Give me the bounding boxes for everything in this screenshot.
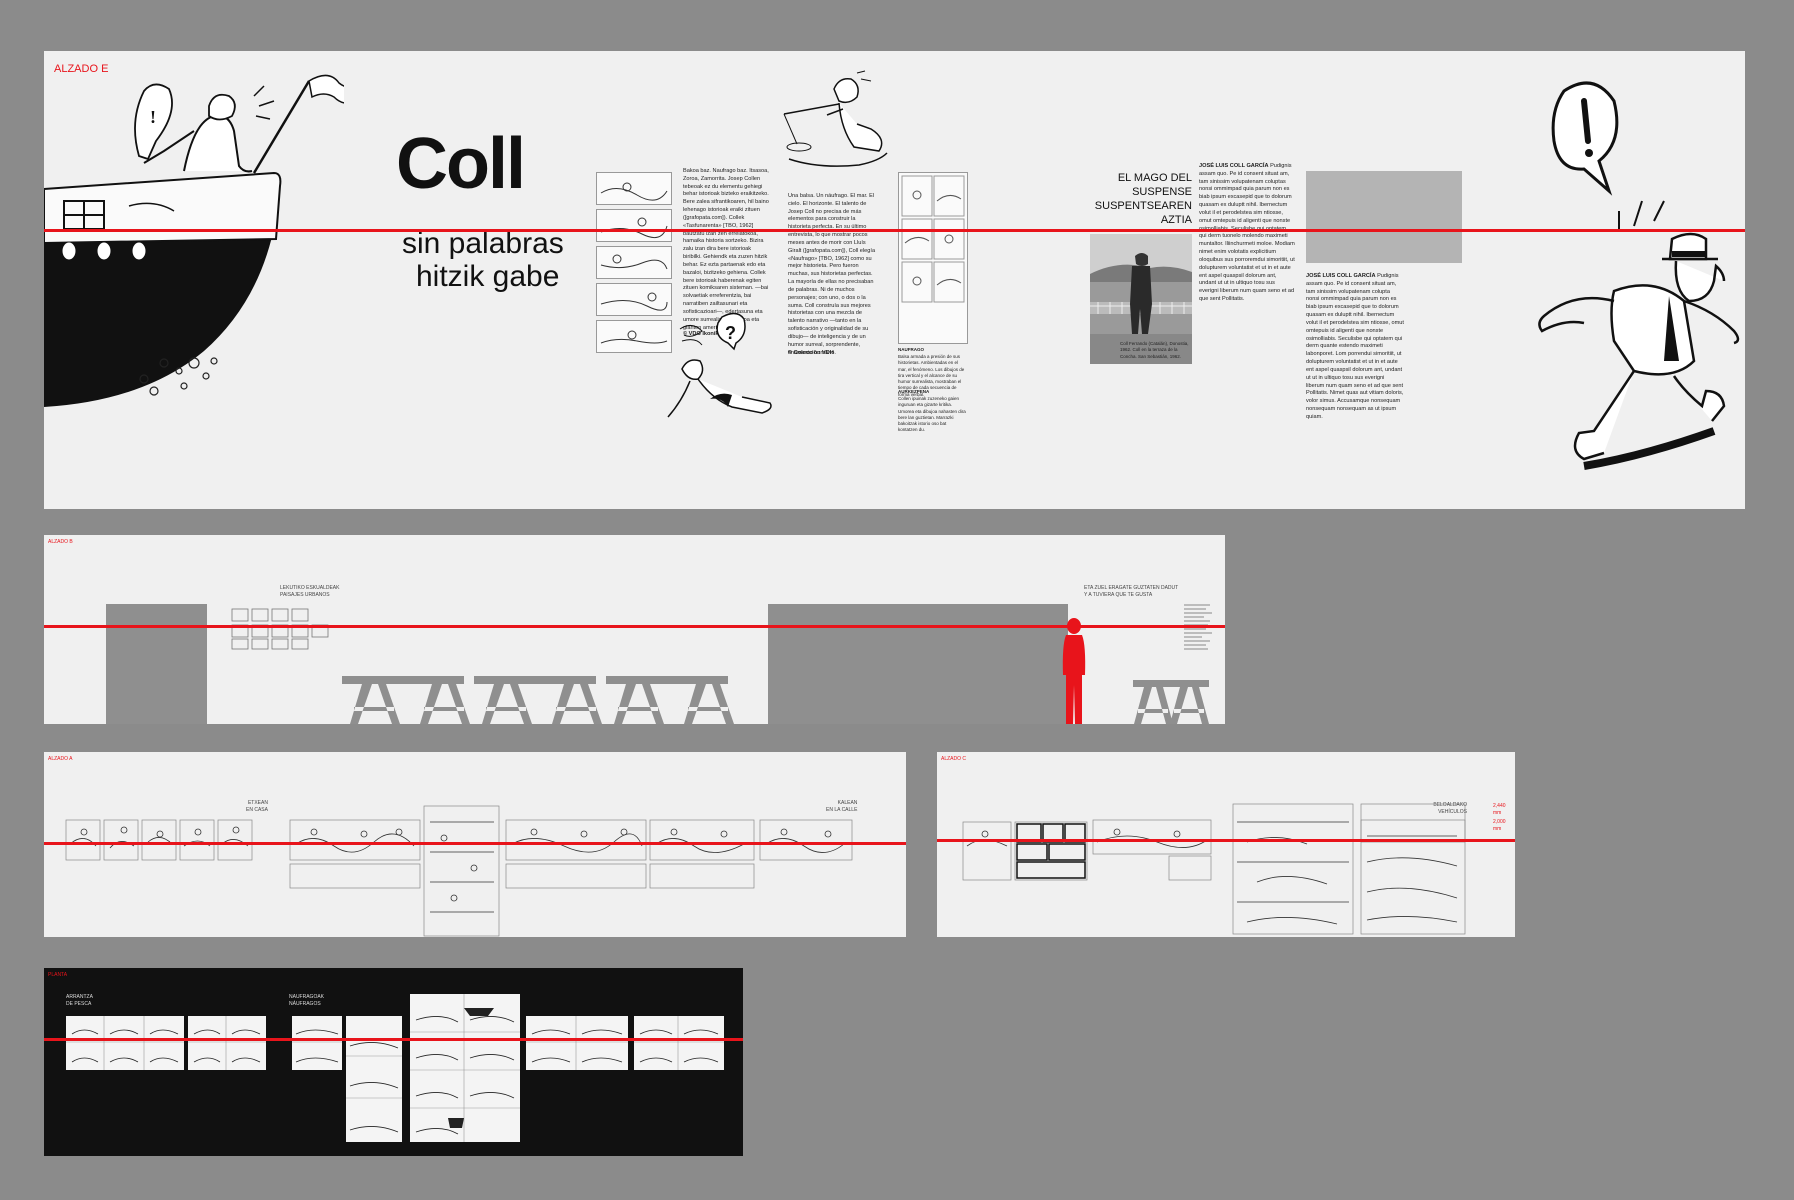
bio-name: JOSÉ LUIS COLL GARCÍA [1199,163,1269,169]
image-placeholder [1306,171,1462,263]
plan-panel: PLANTA ARRANTZA DE PESCA NAUFRAGOAK NÁUF… [44,968,743,1156]
section-title-right: NAUFRAGOAK NÁUFRAGOS [289,994,324,1007]
bio-body: Pudignis assam quo. Pe id consent situat… [1199,163,1295,303]
caption-text-2: Collen ipuinak zuzeneko gaien inguruan e… [898,396,966,433]
text-column-basque: Bakoa baz. Naufrago baz. Itsasoa, Zoroa,… [683,168,769,331]
comic-panel [596,209,672,242]
comic-boards [66,994,724,1142]
measure-label: 2,440 mm [1493,803,1506,816]
comic-strip-column [596,172,672,353]
comic-panel [596,246,672,279]
elevation-a-panel: ALZADO A ETXEAN EN CASA KALEAN EN LA CAL… [44,752,906,937]
bench-set [342,618,1209,724]
caption-title: NAUFRAGO [898,347,924,352]
comic-page-grid [898,172,968,344]
eye-level-line [44,842,906,845]
comic-panel [596,172,672,205]
elevation-b-label: ALZADO B [48,539,73,545]
elevation-e-panel: ALZADO E ! Coll sin palabras hitzik gabe… [44,51,1745,509]
measure-label: 2,000 mm [1493,819,1506,832]
elevation-b-panel: ALZADO B LEKUTIKO ESKUALDEAK PAISAJES UR… [44,535,1225,724]
comic-strips-row [65,805,853,937]
exhibition-title: Coll [396,124,526,204]
caption-basque: © VDG Ikonikoa [683,331,726,337]
elevation-c-label: ALZADO C [941,756,967,762]
plan-label: PLANTA [48,972,68,978]
caption-text: Balsa armada a presión de sus historieta… [898,354,965,397]
bio-body: Pudignis assam quo. Pe id consent situat… [1306,273,1404,420]
text-line: KALEAN [837,800,858,806]
caption-title-2: AURKEZPENA [898,389,930,394]
bio-name: JOSÉ LUIS COLL GARCÍA [1306,273,1376,279]
photo-caption: Coll Ferrando (Catalán), Donostia, 1962.… [1120,341,1189,359]
text-line: PAISAJES URBANOS [280,591,330,598]
text-line: LEKUTIKO ESKUALDEAK [280,585,340,591]
portrait-photo [1090,234,1192,364]
heading-line: AZTIA [1160,214,1192,226]
heading-line: EL MAGO DEL [1117,172,1192,184]
eye-level-line [44,229,1745,232]
text-line: ETA ZUEL ERAGATE GUZTATEN DADUT [1084,585,1179,591]
ship-illustration: ! [44,74,344,407]
text-line: BELOALDAKO [1433,802,1467,808]
svg-text:?: ? [725,323,736,343]
exclamation-bubble [1551,81,1619,196]
text-line: ARRANTZA [66,994,93,1000]
fishing-man-illustration [783,70,888,167]
text-line: DE PESCA [66,1000,92,1007]
comic-strips-row [962,803,1466,935]
elevation-a-label: ALZADO A [48,756,73,762]
elevation-c-panel: ALZADO C BELOALDAKO VEHÍCULOS 2,440 mm 2… [937,752,1515,937]
svg-text:!: ! [150,107,156,127]
text-line: EN CASA [246,806,268,813]
section-title-right: BELOALDAKO VEHÍCULOS [1433,802,1467,815]
section-title-left: LEKUTIKO ESKUALDEAK PAISAJES URBANOS [280,585,339,598]
text-line: NÁUFRAGOS [289,1000,321,1007]
eye-level-line [937,839,1515,842]
text-line: ETXEAN [247,800,268,806]
confused-man-illustration: ? [667,312,772,418]
heading-line: SUSPENTSEAREN [1094,200,1192,212]
wall-block [768,604,1068,724]
text-line: Y A TUVIERA QUE TE GUSTA [1084,591,1153,598]
ship-porthole [61,241,147,261]
heading-line: SUSPENSE [1132,186,1192,198]
text-line: VEHÍCULOS [1438,808,1467,815]
text-column-spanish: Una balsa. Un náufrago. El mar. El cielo… [788,193,876,356]
section-title-left: ETXEAN EN CASA [246,800,268,813]
comic-panel [596,320,672,353]
text-line: EN LA CALLE [826,806,858,813]
subtitle-spanish: sin palabras [402,227,564,260]
eye-level-line [44,625,1225,628]
human-silhouette [1062,618,1086,724]
magician-heading: EL MAGO DEL SUSPENSE SUSPENTSEAREN AZTIA [1090,171,1192,227]
section-title-left: ARRANTZA DE PESCA [66,994,93,1007]
eye-level-line [44,1038,743,1041]
bio-text-basque: JOSÉ LUIS COLL GARCÍA Pudignis assam quo… [1306,273,1404,422]
wall-block [106,604,207,724]
caption-spanish: © Colección VDH [788,350,834,356]
section-title-right: KALEAN EN LA CALLE [826,800,857,813]
comic-panel [596,283,672,316]
elevation-e-label: ALZADO E [54,63,109,75]
bio-text-spanish: JOSÉ LUIS COLL GARCÍA Pudignis assam quo… [1199,163,1295,304]
subtitle-basque: hitzik gabe [416,260,560,293]
running-man-illustration [1538,81,1740,470]
text-line: NAUFRAGOAK [289,994,325,1000]
section-title-right: ETA ZUEL ERAGATE GUZTATEN DADUT Y A TUVI… [1084,585,1178,598]
